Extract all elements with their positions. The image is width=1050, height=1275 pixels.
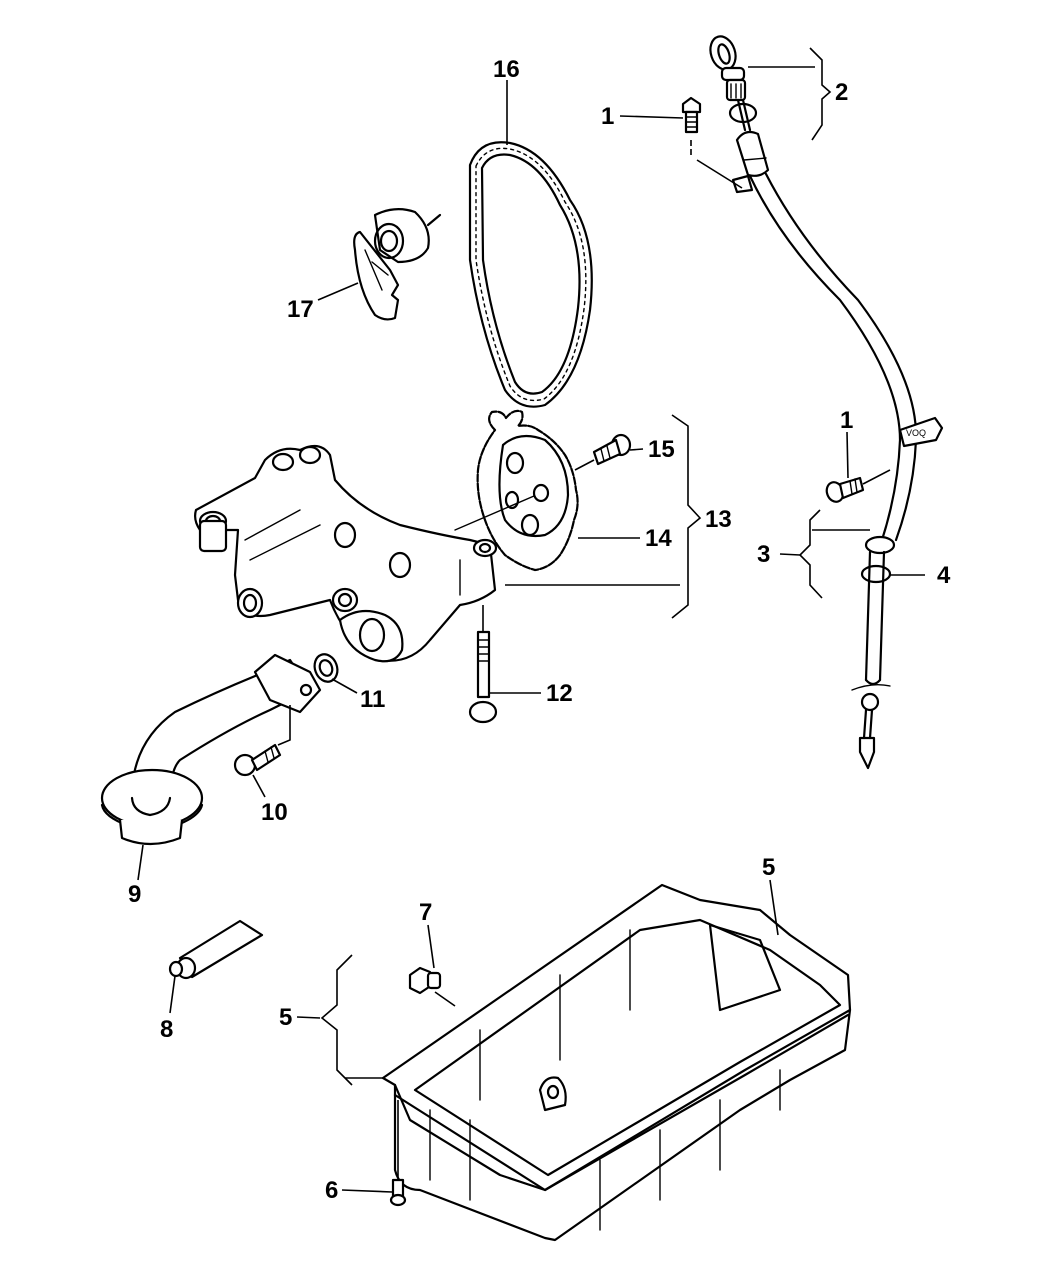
callout-4: 4 xyxy=(937,562,951,589)
pump-bolt[interactable] xyxy=(468,605,498,724)
callout-5-top: 5 xyxy=(762,854,775,881)
bolt-lower[interactable] xyxy=(824,469,891,504)
callout-3: 3 xyxy=(757,541,770,568)
oil-pickup-tube[interactable] xyxy=(100,653,322,846)
chain-tensioner[interactable] xyxy=(353,208,442,321)
callout-11: 11 xyxy=(360,686,385,713)
callout-14: 14 xyxy=(645,525,672,552)
callout-5-left: 5 xyxy=(279,1004,292,1031)
sealant-tube[interactable] xyxy=(168,919,264,980)
timing-chain[interactable] xyxy=(468,141,593,408)
callout-13: 13 xyxy=(705,506,732,533)
callout-1-lower: 1 xyxy=(840,407,853,434)
callout-9: 9 xyxy=(128,881,141,908)
dipstick-tube[interactable]: VOQ xyxy=(731,130,944,770)
leader-lines xyxy=(137,47,925,1193)
callout-labels: 16 17 1 2 1 3 4 13 14 15 12 11 10 9 8 7 … xyxy=(128,56,951,1204)
dipstick-assembly[interactable] xyxy=(706,33,758,132)
callout-15: 15 xyxy=(648,436,675,463)
oil-pump-body[interactable] xyxy=(194,444,498,663)
callout-12: 12 xyxy=(546,680,573,707)
svg-text:VOQ: VOQ xyxy=(906,428,926,438)
callout-17: 17 xyxy=(287,296,314,323)
bolt-upper[interactable] xyxy=(681,96,743,189)
callout-2: 2 xyxy=(835,79,848,106)
callout-7: 7 xyxy=(419,899,432,926)
callout-16: 16 xyxy=(493,56,520,83)
callout-6: 6 xyxy=(325,1177,338,1204)
callout-1-top: 1 xyxy=(601,103,614,130)
sprocket-bolt[interactable] xyxy=(574,433,632,471)
sprocket[interactable] xyxy=(454,409,579,572)
oil-pan-bolt[interactable] xyxy=(389,1100,407,1207)
oil-pan[interactable] xyxy=(381,883,852,1242)
drain-plug[interactable] xyxy=(408,966,456,1007)
pickup-gasket[interactable] xyxy=(311,651,341,685)
callout-8: 8 xyxy=(160,1016,173,1043)
callout-10: 10 xyxy=(261,799,288,826)
pickup-bolt[interactable] xyxy=(233,705,291,777)
